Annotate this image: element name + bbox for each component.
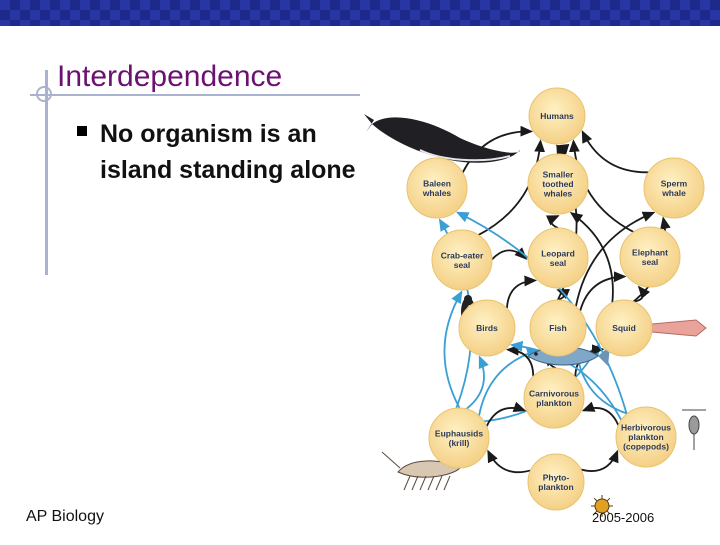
food-web-arrow [581, 130, 649, 174]
top-banner [0, 0, 720, 26]
food-web-node-label: seal [642, 257, 659, 267]
decorative-rule-horizontal [30, 94, 360, 96]
food-web-arrow [568, 139, 634, 233]
food-web-node-label: Herbivorous [621, 423, 671, 433]
food-web-arrow [569, 212, 614, 303]
food-web-node-label: Humans [540, 111, 574, 121]
bullet-square-icon [77, 126, 87, 136]
food-web-node-label: (krill) [449, 438, 470, 448]
food-web-arrow [506, 275, 538, 309]
food-web-node-label: seal [454, 260, 471, 270]
food-web-arrow [487, 449, 531, 474]
food-web-node-label: plankton [538, 482, 573, 492]
food-web-arrow [455, 211, 628, 415]
food-web-arrow [478, 348, 540, 416]
slide-title: Interdependence [57, 60, 283, 93]
food-web-node-squid: Squid [595, 299, 653, 357]
food-web-arrow [509, 340, 623, 421]
food-web-arrow [461, 125, 534, 173]
food-web-node-label: (copepods) [623, 442, 669, 452]
food-web-arrow [580, 449, 619, 472]
food-web-node-label: plankton [628, 432, 663, 442]
footer-course: AP Biology [26, 508, 104, 525]
phytoplankton-picture-icon [591, 495, 613, 517]
food-web-node-label: whales [543, 189, 573, 199]
food-web-node-label: Fish [549, 323, 566, 333]
bullet-text: No organism is an island standing alone [100, 120, 356, 184]
food-web-node-label: whale [661, 188, 686, 198]
food-web-node-label: Euphausids [435, 428, 483, 438]
food-web-node-fish: Fish [529, 299, 587, 357]
food-web-node-birds: Birds [458, 299, 516, 357]
food-web-arrow [443, 290, 463, 409]
food-web-arrow [633, 285, 651, 303]
decorative-rule-vertical [45, 70, 48, 275]
food-web-node-label: toothed [542, 179, 573, 189]
food-web-arrow [485, 401, 527, 427]
food-web-arrow [574, 211, 656, 307]
food-web-node-label: Squid [612, 323, 636, 333]
food-web-node-label: Baleen [423, 178, 451, 188]
food-web-node-krill: Euphausids(krill) [428, 407, 490, 469]
food-web-arrow [579, 271, 627, 312]
food-web-node-label: seal [550, 258, 567, 268]
food-web-node-label: Phyto- [543, 472, 570, 482]
food-web-node-label: Elephant [632, 247, 668, 257]
food-web-arrow [478, 139, 546, 236]
food-web-node-label: Leopard [541, 248, 575, 258]
food-web-node-label: Carnivorous [529, 388, 579, 398]
food-web-arrow [581, 401, 620, 426]
food-web-arrow [491, 247, 528, 261]
food-web-node-phyto: Phyto-plankton [527, 453, 585, 511]
food-web-node-label: Smaller [543, 170, 574, 180]
whale-picture-icon [364, 114, 520, 163]
food-web-node-label: Birds [476, 323, 498, 333]
crosshair-circle-icon [36, 86, 52, 102]
food-web-node-label: Crab-eater [441, 250, 484, 260]
food-web-node-label: Sperm [661, 178, 688, 188]
food-web-arrow [545, 215, 560, 229]
food-web-node-humans: Humans [528, 87, 586, 145]
food-web-node-label: whales [422, 188, 452, 198]
food-web-node-label: plankton [536, 398, 571, 408]
copepod-picture-icon [682, 409, 706, 450]
food-web-arrow [465, 355, 489, 410]
footer-year: 2005-2006 [592, 510, 655, 525]
